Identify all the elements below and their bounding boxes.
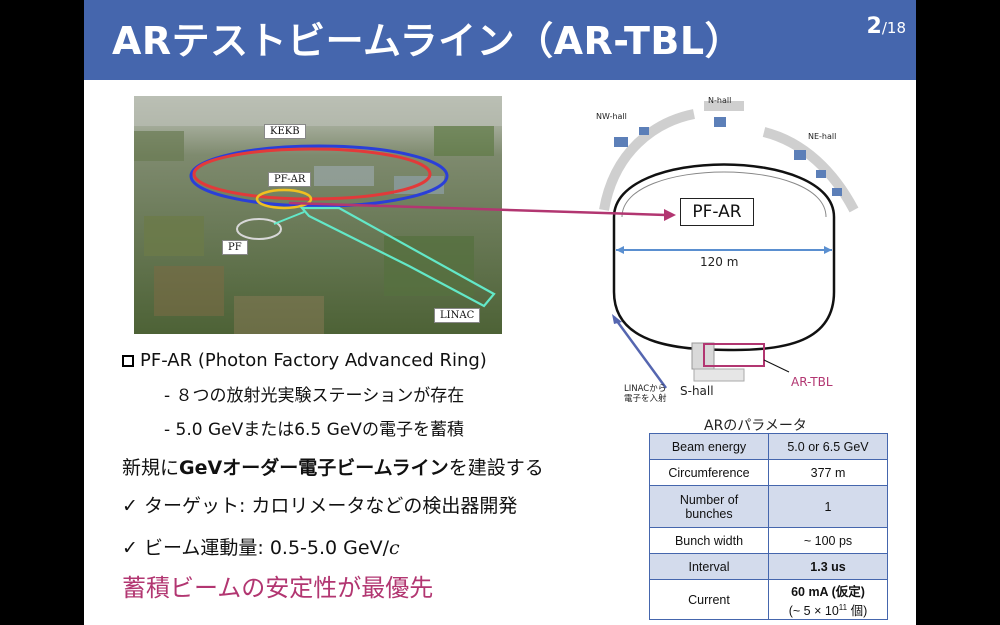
param-value: 1 xyxy=(768,485,888,528)
table-row: Interval 1.3 us xyxy=(649,553,888,580)
page-number: 2/18 xyxy=(867,14,906,39)
table-row: Current 60 mA (仮定)(~ 5 × 1011 個) xyxy=(649,579,888,620)
pfar-racetrack xyxy=(612,163,836,352)
ring-diagram: NW-hall N-hall NE-hall S-hall PF-AR 120 … xyxy=(584,92,884,412)
hall-label-nw: NW-hall xyxy=(596,112,627,121)
pfar-ring xyxy=(255,188,313,210)
param-key: Circumference xyxy=(649,459,769,486)
square-bullet-icon xyxy=(122,355,134,367)
param-key: Interval xyxy=(649,553,769,580)
photo-label-pf: PF xyxy=(222,240,248,255)
slide-title: ARテストビームライン（AR-TBL） xyxy=(112,19,744,63)
hall-label-ne: NE-hall xyxy=(808,132,837,141)
param-key: Beam energy xyxy=(649,433,769,460)
title-bar: ARテストビームライン（AR-TBL） 2/18 xyxy=(84,0,916,80)
aerial-photo-illustration xyxy=(134,96,502,334)
new-beamline-statement: 新規にGeVオーダー電子ビームラインを建設する xyxy=(122,457,544,479)
slide: ARテストビームライン（AR-TBL） 2/18 xyxy=(84,0,916,625)
bullet-pfar: PF-AR (Photon Factory Advanced Ring) xyxy=(122,350,487,371)
dimension-label: 120 m xyxy=(700,255,739,269)
photo-label-linac: LINAC xyxy=(434,308,481,323)
ar-tbl-box xyxy=(703,343,765,367)
stability-priority: 蓄積ビームの安定性が最優先 xyxy=(122,574,434,602)
param-value: ~ 100 ps xyxy=(768,527,888,554)
param-key: Current xyxy=(649,579,769,620)
param-value: 60 mA (仮定)(~ 5 × 1011 個) xyxy=(768,579,888,620)
table-row: Bunch width ~ 100 ps xyxy=(649,527,888,554)
linac-note: LINACから電子を入射 xyxy=(624,384,667,404)
page-current: 2 xyxy=(866,14,882,39)
hall-label-s: S-hall xyxy=(680,384,714,398)
param-value: 377 m xyxy=(768,459,888,486)
ar-tbl-label: AR-TBL xyxy=(791,375,833,389)
photo-label-kekb: KEKB xyxy=(264,124,306,139)
params-caption: ARのパラメータ xyxy=(704,418,807,434)
linac-injection-arrow xyxy=(612,316,668,389)
table-row: Circumference 377 m xyxy=(649,459,888,486)
check-momentum: ✓ ビーム運動量: 0.5-5.0 GeV/c xyxy=(122,537,400,559)
aerial-photo: KEKB PF-AR PF LINAC xyxy=(134,96,502,334)
sub-bullet-energy: - 5.0 GeVまたは6.5 GeVの電子を蓄積 xyxy=(164,420,464,440)
hall-label-n: N-hall xyxy=(708,96,732,105)
photo-label-pfar: PF-AR xyxy=(268,172,312,187)
param-key: Bunch width xyxy=(649,527,769,554)
ring-diagram-illustration xyxy=(599,101,859,389)
param-value: 5.0 or 6.5 GeV xyxy=(768,433,888,460)
pf-ring xyxy=(236,218,282,240)
sub-bullet-stations: - ８つの放射光実験ステーションが存在 xyxy=(164,386,465,406)
param-value: 1.3 us xyxy=(768,553,888,580)
pfar-ring-label: PF-AR xyxy=(680,198,754,226)
check-target: ✓ ターゲット: カロリメータなどの検出器開発 xyxy=(122,495,518,517)
table-row: Beam energy 5.0 or 6.5 GeV xyxy=(649,433,888,460)
params-table: Beam energy 5.0 or 6.5 GeV Circumference… xyxy=(649,433,888,620)
page-total: /18 xyxy=(881,19,906,37)
